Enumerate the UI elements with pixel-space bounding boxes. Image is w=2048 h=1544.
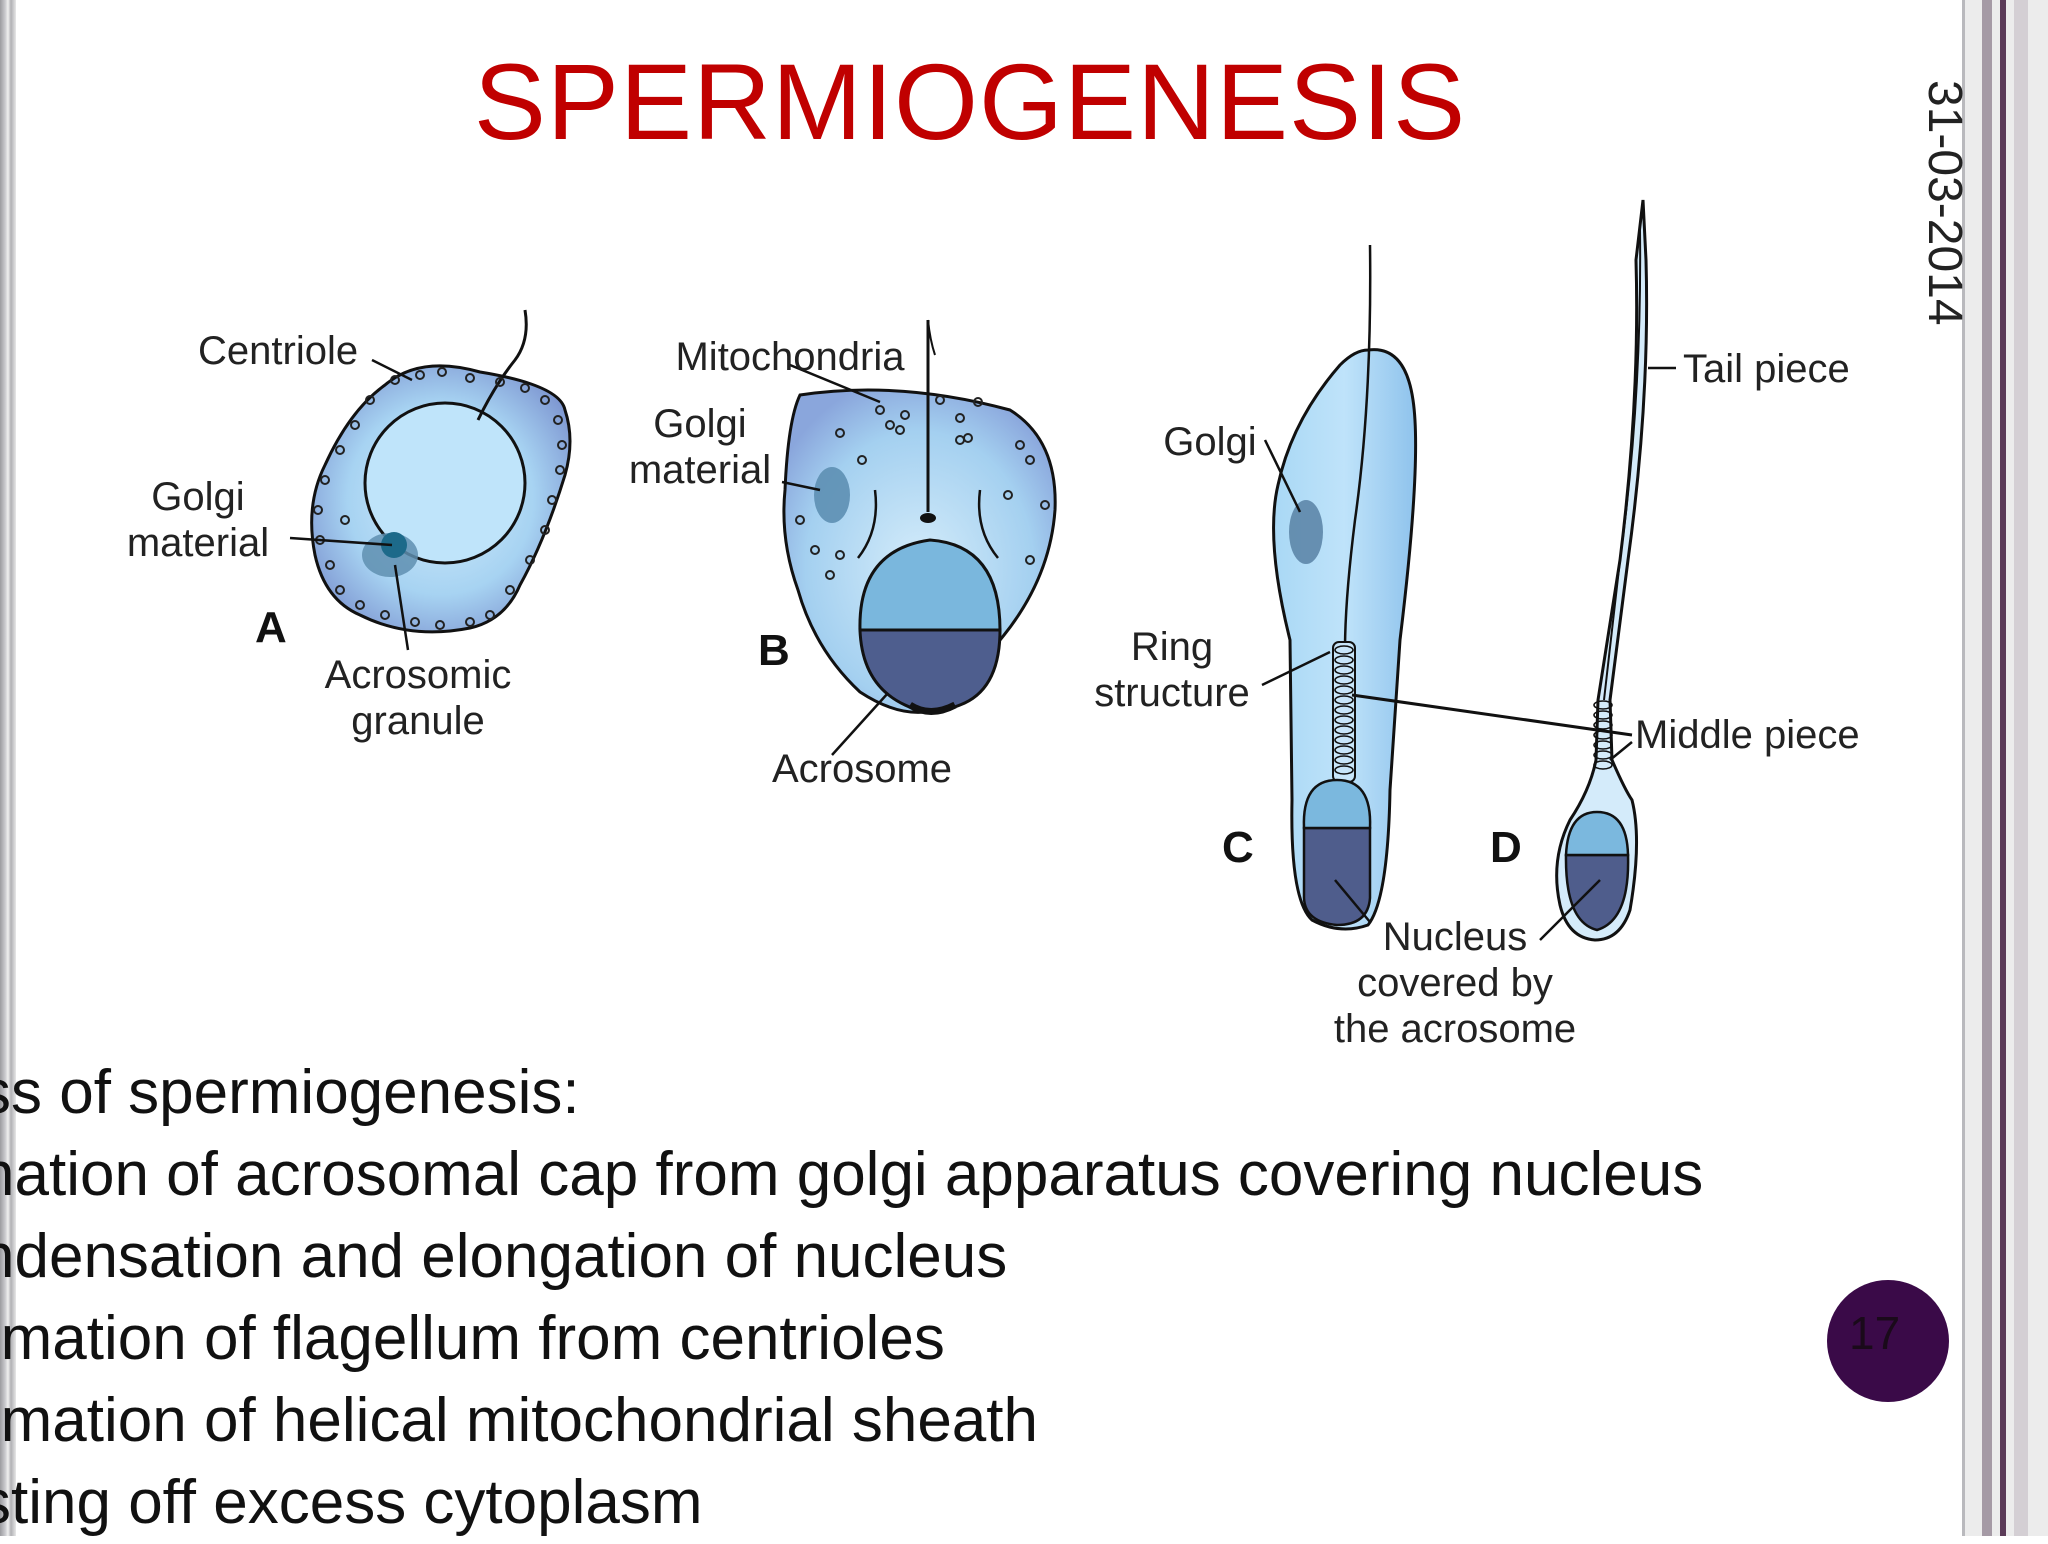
label-golgi-material-b: Golgi [653, 402, 746, 446]
bullet-list: ss of spermiogenesis: nation of acrosoma… [0, 1052, 1880, 1544]
bullet-item: nation of acrosomal cap from golgi appar… [0, 1140, 1704, 1209]
cell-c: Golgi Ring structure C [1094, 244, 1418, 931]
bullet-item: rmation of flagellum from centrioles [0, 1304, 945, 1373]
left-border [0, 0, 16, 1536]
bullet-item: ndensation and elongation of nucleus [0, 1222, 1008, 1291]
label-acrosomic-granule: Acrosomic [325, 653, 512, 697]
stage-b-label: B [758, 626, 790, 675]
label-ring-structure: structure [1094, 671, 1250, 715]
label-ring-structure: Ring [1131, 625, 1213, 669]
label-middle-piece: Middle piece [1635, 713, 1860, 757]
label-mitochondria: Mitochondria [675, 335, 905, 379]
stage-d-label: D [1490, 823, 1522, 872]
label-nucleus-covered: covered by [1357, 961, 1553, 1005]
bullet-item: sting off excess cytoplasm [0, 1468, 703, 1537]
spermiogenesis-diagram: Centriole Golgi material Acrosomic granu… [127, 199, 1860, 1051]
right-border-line [2000, 0, 2006, 1536]
label-golgi-material-b: material [629, 448, 771, 492]
cell-b: Mitochondria Golgi material Acrosome B [629, 319, 1057, 791]
slide-title: SPERMIOGENESIS [473, 41, 1467, 162]
stage-c-label: C [1222, 823, 1254, 872]
label-centriole: Centriole [198, 329, 358, 373]
right-border-line [1962, 0, 1965, 1536]
label-nucleus-covered: Nucleus [1383, 915, 1528, 959]
cell-d: Tail piece Middle piece Nucleus covered … [1334, 199, 1860, 1051]
right-border-line [2014, 0, 2028, 1536]
label-acrosome: Acrosome [772, 747, 952, 791]
stage-a-label: A [255, 603, 287, 652]
bullet-item: rmation of helical mitochondrial sheath [0, 1386, 1038, 1455]
label-golgi-material-a: material [127, 521, 269, 565]
label-golgi-material-a: Golgi [151, 475, 244, 519]
label-acrosomic-granule: granule [351, 699, 484, 743]
right-border-line [1982, 0, 1992, 1536]
slide-number: 17 [1849, 1307, 1901, 1359]
cell-a: Centriole Golgi material Acrosomic granu… [127, 309, 572, 743]
label-nucleus-covered: the acrosome [1334, 1007, 1576, 1051]
bullet-item: ss of spermiogenesis: [0, 1058, 580, 1127]
label-tail-piece: Tail piece [1683, 347, 1850, 391]
label-golgi: Golgi [1163, 420, 1256, 464]
slide-number-badge: 17 [1827, 1280, 1949, 1402]
